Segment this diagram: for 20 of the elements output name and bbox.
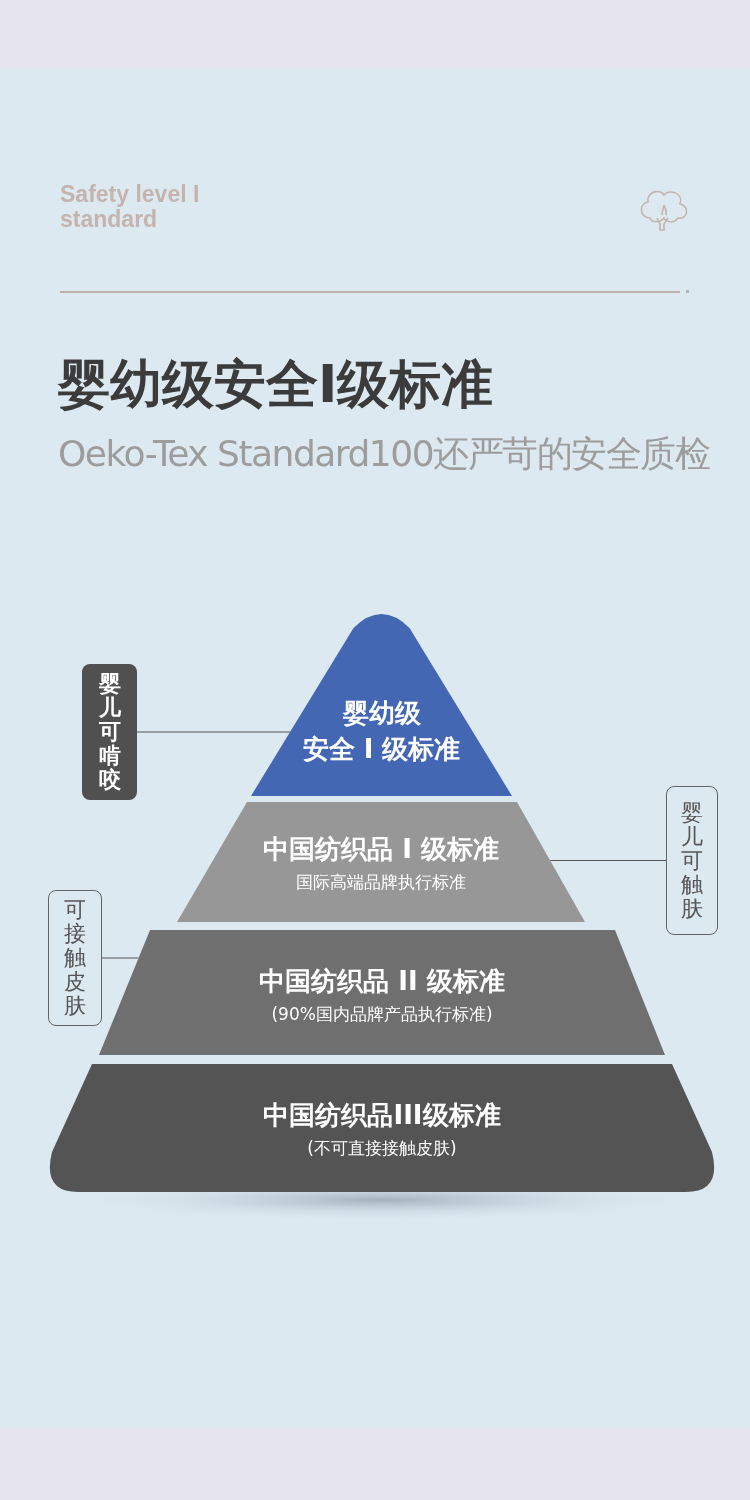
tier-heading: 中国纺织品 II 级标准 [258,965,506,998]
pyramid-tier [177,802,585,922]
tier-subtitle: 国际高端品牌执行标准 [295,871,467,894]
tier-heading: 婴幼级 [341,697,422,730]
callout-label: 可接触皮肤 [48,890,102,1026]
leader-line [549,860,667,861]
leader-line [101,957,140,959]
pyramid-tier [48,1064,716,1192]
pyramid-tier [99,930,665,1055]
callout-label: 婴儿可触肤 [666,786,718,935]
tier-heading: 中国纺织品III级标准 [262,1099,502,1132]
tier-subtitle: (不可直接接触皮肤) [306,1137,458,1160]
tier-subtitle: 安全 I 级标准 [301,733,462,766]
header-caption: Safety level I standard [60,182,201,232]
tier-heading: 中国纺织品 I 级标准 [262,833,500,866]
subtitle: Oeko-Tex Standard100还严苛的安全质检 [58,432,711,476]
title: 婴幼级安全I级标准 [58,353,494,416]
callout-label: 婴儿可啃咬 [82,664,137,800]
pyramid-tier [251,612,512,796]
tier-subtitle: (90%国内品牌产品执行标准) [270,1003,494,1026]
